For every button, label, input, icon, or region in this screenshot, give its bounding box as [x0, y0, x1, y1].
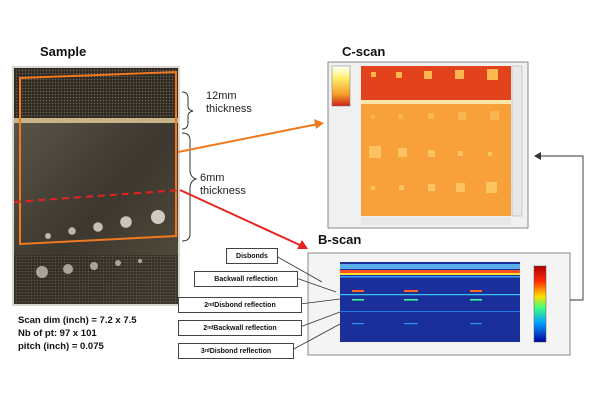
bscan-title: B-scan — [318, 232, 362, 247]
bscan-image — [307, 252, 571, 356]
thickness-12mm: 12mm thickness — [206, 90, 252, 115]
label-disbonds: Disbonds — [226, 248, 278, 264]
cscan-title: C-scan — [342, 44, 386, 59]
scan-points: Nb of pt: 97 x 101 — [18, 328, 97, 339]
scan-pitch: pitch (inch) = 0.075 — [18, 341, 104, 352]
cscan-image — [327, 61, 529, 229]
scan-specs: Scan dim (inch) = 7.2 x 7.5 Nb of pt: 97… — [18, 314, 137, 353]
sample-title: Sample — [40, 44, 87, 59]
scan-dim: Scan dim (inch) = 7.2 x 7.5 — [18, 315, 137, 326]
label-backwall-reflection: Backwall reflection — [194, 271, 298, 287]
sample-photo — [12, 66, 180, 306]
thickness-6mm: 6mm thickness — [200, 172, 246, 197]
